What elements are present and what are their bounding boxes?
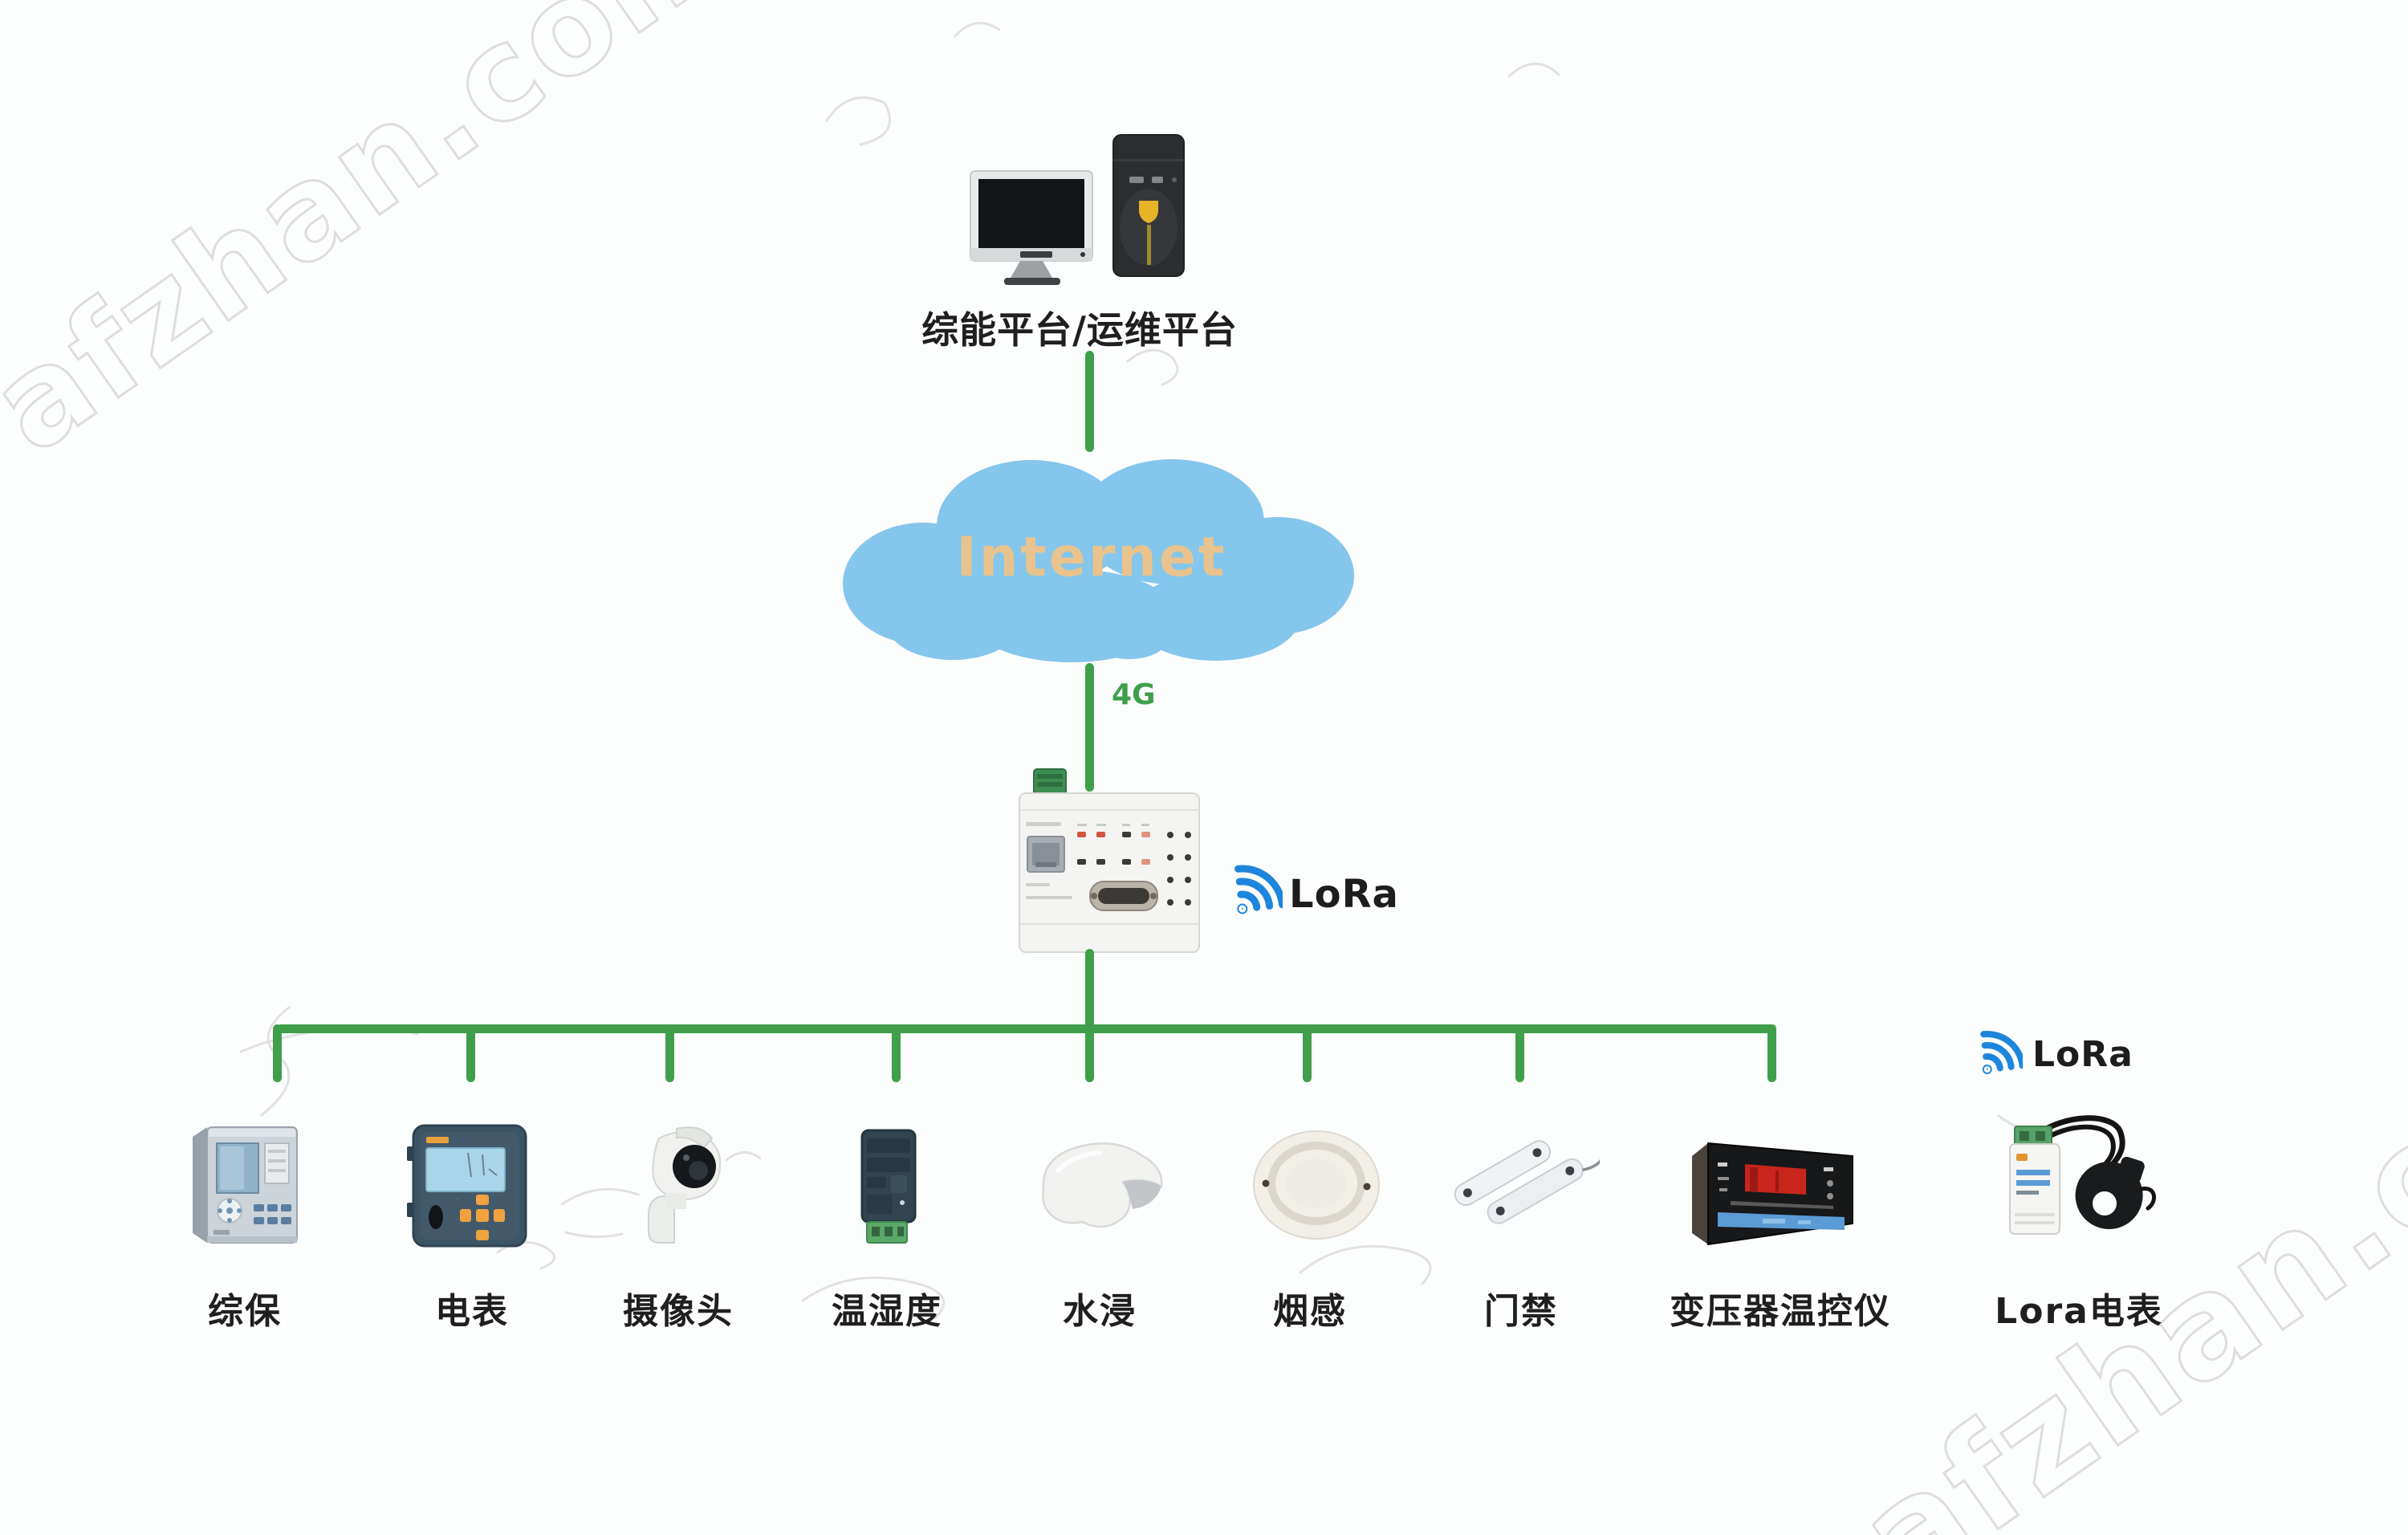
device-door-contact — [1443, 1124, 1600, 1244]
lora-gateway-icon — [1226, 857, 1283, 923]
uplink-4g-label: 4G — [1112, 678, 1156, 711]
bus-drop-2 — [466, 1024, 475, 1082]
internet-label: Internet — [956, 526, 1227, 589]
device-protection-relay — [185, 1121, 313, 1249]
device-label-smoke-detector: 烟感 — [1273, 1291, 1347, 1332]
device-transformer-temp-controller — [1686, 1118, 1862, 1256]
device-label-lora-meter: Lora电表 — [1995, 1291, 2163, 1332]
device-label-water-leak: 水浸 — [1063, 1291, 1137, 1332]
bus-drop-8 — [1767, 1024, 1776, 1082]
lora-wireless-icon — [1973, 1024, 2023, 1082]
device-lora-meter — [1989, 1112, 2162, 1252]
device-label-temp-humidity: 温湿度 — [832, 1291, 942, 1332]
device-label-camera: 摄像头 — [623, 1291, 734, 1332]
bus-drop-6 — [1303, 1024, 1312, 1082]
platform-label: 综能平台/运维平台 — [921, 308, 1238, 352]
lora-wireless-label: LoRa — [2032, 1034, 2133, 1075]
bus-drop-7 — [1515, 1024, 1524, 1082]
device-label-door-contact: 门禁 — [1484, 1291, 1558, 1332]
platform-computer-icon — [959, 127, 1192, 295]
link-platform-cloud — [1085, 351, 1094, 452]
device-temp-humidity — [852, 1126, 926, 1248]
link-gateway-bus — [1085, 949, 1094, 1029]
watermark-top-left: afzhan.com — [0, 0, 762, 483]
device-bus-line — [277, 1024, 1776, 1033]
device-energy-meter — [405, 1121, 534, 1251]
lora-gateway-device — [1013, 763, 1206, 959]
lora-gateway-label: LoRa — [1289, 872, 1399, 917]
internet-cloud — [831, 446, 1361, 670]
device-water-leak — [1026, 1134, 1178, 1238]
device-label-energy-meter: 电表 — [435, 1291, 509, 1332]
device-smoke-detector — [1247, 1126, 1387, 1246]
bus-drop-1 — [273, 1024, 282, 1082]
device-label-transformer-temp-controller: 变压器温控仪 — [1670, 1291, 1891, 1332]
device-camera — [630, 1122, 730, 1251]
link-cloud-gateway — [1085, 663, 1094, 792]
device-label-protection-relay: 综保 — [208, 1291, 282, 1332]
bus-drop-3 — [665, 1024, 674, 1082]
bus-drop-4 — [892, 1024, 901, 1082]
bus-drop-5 — [1085, 1024, 1094, 1082]
